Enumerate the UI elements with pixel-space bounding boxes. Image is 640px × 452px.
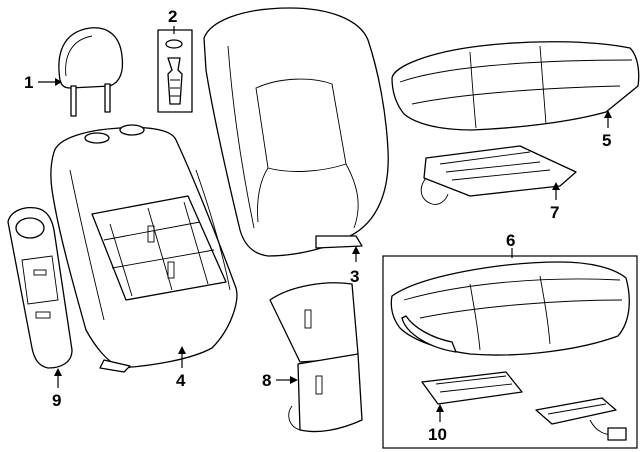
seat-sensor-module [421, 371, 627, 441]
callout-8: 8 [262, 371, 271, 390]
lumbar-support-panel [269, 282, 363, 433]
callout-3: 3 [350, 267, 359, 286]
seat-heater-mat [420, 145, 577, 205]
seat-back-cover [203, 7, 389, 257]
headrest-guide [157, 29, 193, 113]
headrest [58, 27, 124, 117]
callout-6: 6 [506, 231, 515, 250]
seat-cushion-assembly-box [382, 255, 638, 449]
seat-back-frame [50, 124, 238, 373]
callout-2: 2 [168, 7, 177, 26]
callout-4: 4 [176, 371, 186, 390]
callout-1: 1 [24, 73, 33, 92]
callout-10: 10 [428, 425, 447, 444]
callout-5: 5 [602, 131, 611, 150]
callout-9: 9 [52, 391, 61, 410]
seat-cushion-cover [391, 41, 640, 131]
side-trim-panel [7, 206, 73, 369]
callout-7: 7 [550, 203, 559, 222]
callout-leaders [38, 26, 612, 422]
